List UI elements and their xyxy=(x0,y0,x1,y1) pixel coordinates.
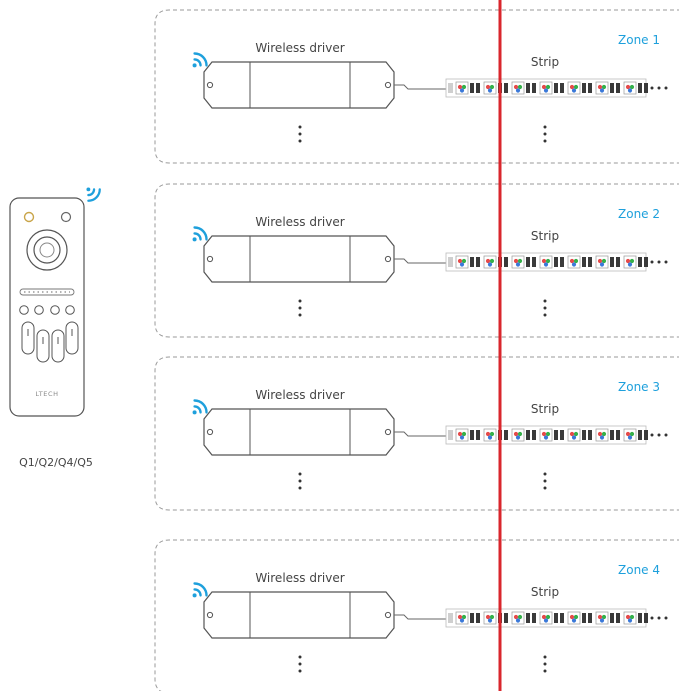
driver-label: Wireless driver xyxy=(255,41,344,55)
more-ellipsis-dot xyxy=(543,472,547,476)
more-ellipsis-dot xyxy=(298,662,302,666)
more-ellipsis-dot xyxy=(298,472,302,476)
more-ellipsis-dot xyxy=(543,132,547,136)
more-ellipsis-dot xyxy=(298,132,302,136)
wireless-driver xyxy=(203,591,395,639)
zone-boundary xyxy=(154,356,679,511)
wireless-driver xyxy=(203,408,395,456)
zone-label: Zone 1 xyxy=(618,33,660,47)
continuation-dot xyxy=(650,86,654,90)
remote-brand: LTECH xyxy=(35,390,58,398)
driver-label: Wireless driver xyxy=(255,388,344,402)
wireless-driver xyxy=(203,61,395,109)
more-ellipsis-dot xyxy=(298,139,302,143)
strip-label: Strip xyxy=(531,402,559,416)
more-ellipsis-dot xyxy=(543,662,547,666)
continuation-dot xyxy=(664,86,668,90)
led-strip xyxy=(446,609,648,627)
led-strip xyxy=(446,79,648,97)
remote-model-label: Q1/Q2/Q4/Q5 xyxy=(19,456,93,469)
driver-label: Wireless driver xyxy=(255,571,344,585)
more-ellipsis-dot xyxy=(543,479,547,483)
more-ellipsis-dot xyxy=(298,306,302,310)
continuation-dot xyxy=(664,616,668,620)
more-ellipsis-dot xyxy=(298,299,302,303)
remote-control: LTECH xyxy=(9,197,85,417)
more-ellipsis-dot xyxy=(543,669,547,673)
more-ellipsis-dot xyxy=(298,125,302,129)
wifi-icon xyxy=(191,226,208,243)
more-ellipsis-dot xyxy=(298,479,302,483)
driver-wire xyxy=(394,614,446,620)
wifi-icon xyxy=(191,582,208,599)
continuation-dot xyxy=(657,616,661,620)
continuation-dot xyxy=(657,260,661,264)
more-ellipsis-dot xyxy=(543,486,547,490)
led-strip xyxy=(446,253,648,271)
strip-label: Strip xyxy=(531,55,559,69)
touch-wheel xyxy=(26,229,68,271)
more-ellipsis-dot xyxy=(543,313,547,317)
remote-wifi-icon xyxy=(85,186,101,202)
zone-label: Zone 4 xyxy=(618,563,660,577)
driver-wire xyxy=(394,431,446,437)
more-ellipsis-dot xyxy=(543,139,547,143)
zone-indicator-bar xyxy=(19,288,75,296)
wireless-driver xyxy=(203,235,395,283)
wifi-icon xyxy=(191,52,208,69)
continuation-dot xyxy=(664,260,668,264)
continuation-dot xyxy=(657,86,661,90)
more-ellipsis-dot xyxy=(543,299,547,303)
continuation-dot xyxy=(650,433,654,437)
more-ellipsis-dot xyxy=(298,669,302,673)
continuation-dot xyxy=(664,433,668,437)
continuation-dot xyxy=(657,433,661,437)
wifi-icon xyxy=(191,399,208,416)
more-ellipsis-dot xyxy=(543,655,547,659)
driver-label: Wireless driver xyxy=(255,215,344,229)
zone-label: Zone 3 xyxy=(618,380,660,394)
continuation-dot xyxy=(650,616,654,620)
led-strip xyxy=(446,426,648,444)
strip-label: Strip xyxy=(531,229,559,243)
zone-label: Zone 2 xyxy=(618,207,660,221)
more-ellipsis-dot xyxy=(298,655,302,659)
more-ellipsis-dot xyxy=(543,125,547,129)
zone-boundary xyxy=(154,183,679,338)
continuation-dot xyxy=(650,260,654,264)
zone-boundary xyxy=(154,9,679,164)
more-ellipsis-dot xyxy=(298,313,302,317)
driver-wire xyxy=(394,258,446,264)
driver-wire xyxy=(394,84,446,90)
strip-label: Strip xyxy=(531,585,559,599)
brightness-button xyxy=(60,211,72,223)
power-button xyxy=(23,211,35,223)
more-ellipsis-dot xyxy=(298,486,302,490)
more-ellipsis-dot xyxy=(543,306,547,310)
zone-boundary xyxy=(154,539,679,691)
